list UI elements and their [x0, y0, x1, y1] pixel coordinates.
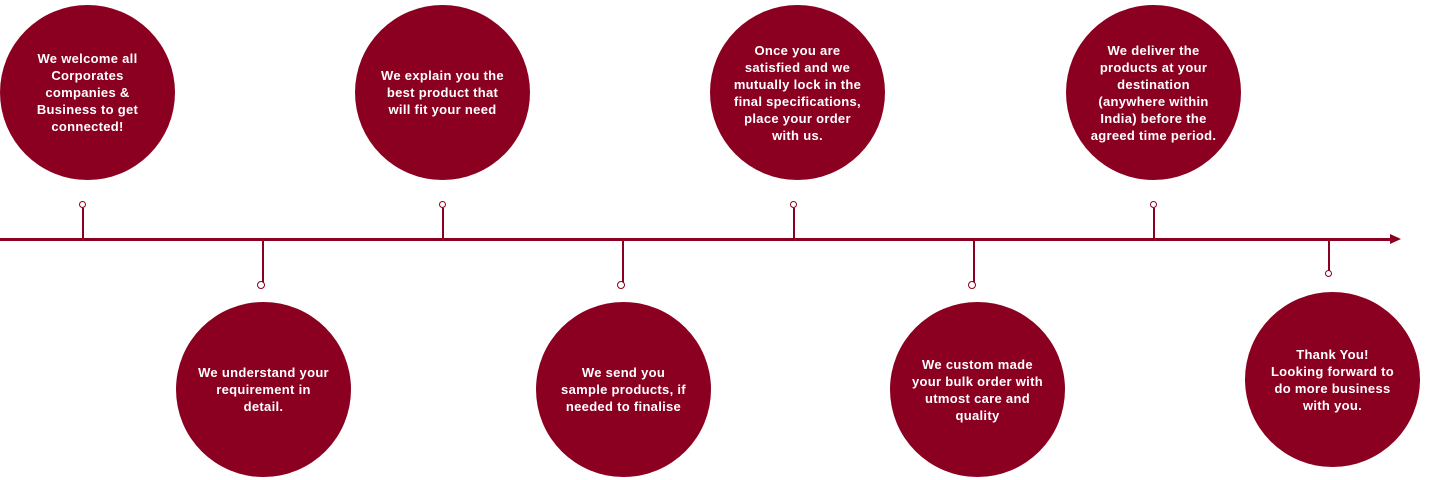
step-4-circle: We send you sample products, if needed t… — [536, 302, 711, 477]
timeline-axis — [0, 238, 1394, 241]
step-3-circle: We explain you the best product that wil… — [355, 5, 530, 180]
step-2-marker — [257, 281, 265, 289]
step-4-marker — [617, 281, 625, 289]
step-5-circle: Once you are satisfied and we mutually l… — [710, 5, 885, 180]
step-4-text: We send you sample products, if needed t… — [561, 365, 686, 414]
step-5-text: Once you are satisfied and we mutually l… — [733, 42, 862, 143]
step-6-text: We custom made your bulk order with utmo… — [912, 356, 1043, 423]
step-7-marker — [1150, 201, 1157, 208]
step-1-circle: We welcome all Corporates companies & Bu… — [0, 5, 175, 180]
step-2-connector — [262, 239, 264, 283]
step-3-marker — [439, 201, 446, 208]
step-8-marker — [1325, 270, 1332, 277]
step-7-text: We deliver the products at your destinat… — [1090, 42, 1217, 143]
timeline-arrow-icon — [1390, 234, 1401, 244]
step-3-connector — [442, 208, 444, 239]
step-6-connector — [973, 239, 975, 283]
step-2-text: We understand your requirement in detail… — [198, 365, 329, 414]
step-5-connector — [793, 208, 795, 239]
step-4-connector — [622, 239, 624, 283]
step-2-circle: We understand your requirement in detail… — [176, 302, 351, 477]
step-6-circle: We custom made your bulk order with utmo… — [890, 302, 1065, 477]
step-8-connector — [1328, 239, 1330, 271]
step-8-circle: Thank You! Looking forward to do more bu… — [1245, 292, 1420, 467]
step-6-marker — [968, 281, 976, 289]
step-1-marker — [79, 201, 86, 208]
step-3-text: We explain you the best product that wil… — [381, 68, 504, 117]
step-1-text: We welcome all Corporates companies & Bu… — [36, 51, 139, 134]
step-5-marker — [790, 201, 797, 208]
step-8-text: Thank You! Looking forward to do more bu… — [1270, 346, 1395, 413]
step-7-circle: We deliver the products at your destinat… — [1066, 5, 1241, 180]
step-7-connector — [1153, 208, 1155, 239]
step-1-connector — [82, 208, 84, 239]
